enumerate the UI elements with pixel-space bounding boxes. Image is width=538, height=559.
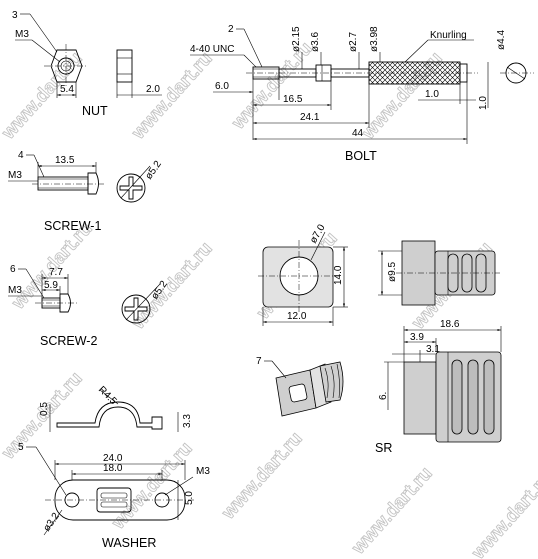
sr-dim-14: 14.0 bbox=[333, 265, 344, 285]
bolt-drawing: 2 4-40 UNC ø2.15 ø3.6 ø2.7 ø3.98 ø4.4 Kn… bbox=[190, 24, 534, 163]
phillips-cross-icon bbox=[119, 176, 143, 200]
nut-callout: 3 bbox=[12, 10, 18, 21]
screw-1-head-view bbox=[116, 173, 146, 203]
nut-drawing: 3 M3 5.4 2.0 NUT bbox=[12, 10, 162, 118]
bolt-callout: 2 bbox=[228, 24, 234, 35]
screw-1-thread: M3 bbox=[8, 170, 22, 181]
screw-2-callout: 6 bbox=[10, 264, 16, 275]
screw-1-title: SCREW-1 bbox=[44, 219, 101, 233]
sr-len-186: 18.6 bbox=[440, 319, 460, 330]
bolt-dia-215: ø2.15 bbox=[291, 26, 302, 52]
bolt-dia-36: ø3.6 bbox=[310, 32, 321, 52]
bolt-len-44: 44 bbox=[352, 128, 364, 139]
bolt-len-1b: 1.0 bbox=[478, 96, 489, 110]
screw-2-title: SCREW-2 bbox=[40, 334, 97, 348]
nut-dim-width: 5.4 bbox=[60, 84, 74, 95]
bolt-len-241: 24.1 bbox=[300, 112, 320, 123]
bolt-dia-398: ø3.98 bbox=[369, 26, 380, 52]
sr-front-view: ø7.0 14.0 12.0 bbox=[258, 222, 348, 326]
sr-dia-95: ø9.5 bbox=[387, 262, 398, 282]
nut-dim-thickness: 2.0 bbox=[146, 84, 160, 95]
watermark-text: www.dart.ru bbox=[127, 48, 216, 144]
washer-drawing: R4.5 0.5 3.3 24.0 18.0 5.0 M3 5 ø3.2 WAS… bbox=[18, 384, 210, 550]
bolt-thread-label: 4-40 UNC bbox=[190, 44, 234, 55]
nut-title: NUT bbox=[82, 104, 108, 118]
sr-title: SR bbox=[375, 441, 392, 455]
washer-side-profile bbox=[56, 401, 163, 430]
watermark-text: www.dart.ru bbox=[347, 463, 436, 559]
watermark-text: www.dart.ru bbox=[127, 238, 216, 334]
screw-2-len-59: 5.9 bbox=[44, 280, 58, 291]
screw-1-callout: 4 bbox=[18, 150, 24, 161]
watermark-text: www.dart.ru bbox=[467, 468, 538, 559]
washer-thread: M3 bbox=[196, 466, 210, 477]
screw-2-drawing: 6 M3 7.7 5.9 ø5.2 SCREW-2 bbox=[8, 264, 170, 348]
washer-title: WASHER bbox=[102, 536, 156, 550]
bolt-knurling-label: Knurling bbox=[430, 30, 467, 41]
bolt-len-6: 6.0 bbox=[215, 81, 229, 92]
washer-thick: 0.5 bbox=[39, 402, 50, 416]
screw-2-len-77: 7.7 bbox=[49, 267, 63, 278]
sr-side-view-top: ø9.5 bbox=[378, 240, 500, 306]
sr-len-31: 3.1 bbox=[426, 344, 440, 355]
watermark-text: www.dart.ru bbox=[217, 428, 306, 524]
bolt-len-1a: 1.0 bbox=[425, 89, 439, 100]
bolt-title: BOLT bbox=[345, 149, 377, 163]
washer-dim-5: 5.0 bbox=[184, 491, 195, 505]
bolt-dia-44: ø4.4 bbox=[496, 30, 507, 50]
sr-side-view-bottom: 18.6 3.9 3.1 6. SR bbox=[375, 319, 502, 455]
screw-2-head-view bbox=[121, 294, 151, 324]
sr-dim-12: 12.0 bbox=[287, 311, 307, 322]
sr-dim-6: 6. bbox=[378, 392, 389, 400]
bolt-knurled-section bbox=[368, 61, 461, 85]
washer-callout: 5 bbox=[18, 442, 24, 453]
screw-1-head-dia: ø5.2 bbox=[143, 159, 164, 182]
screw-1-length: 13.5 bbox=[55, 155, 75, 166]
washer-height: 3.3 bbox=[182, 414, 193, 428]
sr-3d-view: 7 bbox=[256, 356, 344, 417]
nut-side-view bbox=[116, 49, 133, 83]
screw-2-thread: M3 bbox=[8, 285, 22, 296]
nut-thread-label: M3 bbox=[15, 29, 29, 40]
washer-len-18: 18.0 bbox=[103, 463, 123, 474]
bolt-len-165: 16.5 bbox=[283, 94, 303, 105]
sr-len-39: 3.9 bbox=[410, 332, 424, 343]
washer-len-24: 24.0 bbox=[103, 453, 123, 464]
sr-callout: 7 bbox=[256, 356, 262, 367]
screw-1-drawing: 4 M3 13.5 ø5.2 SCREW-1 bbox=[8, 150, 164, 233]
bolt-dia-27: ø2.7 bbox=[348, 32, 359, 52]
